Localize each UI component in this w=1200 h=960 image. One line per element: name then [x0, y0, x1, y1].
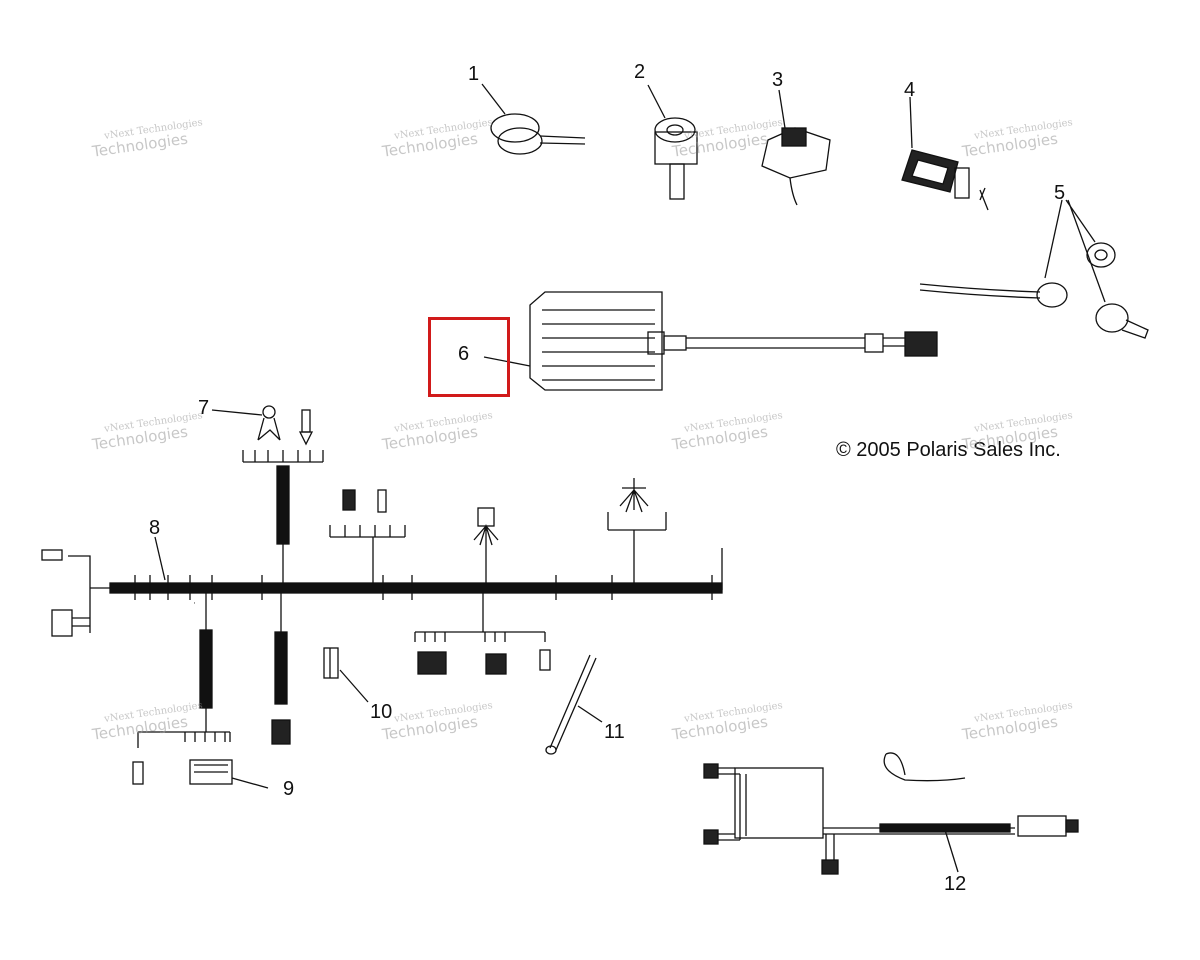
callout-1: 1 [468, 63, 480, 85]
part-3-switch-housing [761, 89, 831, 206]
copyright-text: © 2005 Polaris Sales Inc. [836, 439, 1061, 461]
part-6-highlight-box [428, 317, 510, 397]
part-11-cable-tie [545, 654, 603, 755]
svg-text:-: - [191, 602, 198, 604]
callout-8: 8 [149, 517, 161, 539]
harness-lower-branches [132, 593, 551, 789]
part-7-terminals [211, 405, 324, 583]
callout-5: 5 [1054, 182, 1066, 204]
harness-branch-right [607, 478, 667, 583]
part-1-connector-cap [481, 83, 586, 155]
callout-6: 6 [458, 343, 470, 365]
part-5-toggle-and-grommet [919, 199, 1149, 339]
harness-branch-terminals [329, 489, 406, 583]
part-2-ignition-switch [647, 84, 698, 200]
callout-2: 2 [634, 61, 646, 83]
callout-3: 3 [772, 69, 784, 91]
callout-10: 10 [370, 701, 393, 723]
callout-7: 7 [198, 397, 210, 419]
harness-branch-connector [473, 507, 499, 583]
harness-tiny-labels: - [191, 602, 198, 604]
part-4-relay [901, 96, 989, 211]
callout-4: 4 [904, 79, 916, 101]
callout-9: 9 [283, 778, 295, 800]
part-6-element [483, 291, 938, 391]
part-12-sub-harness [703, 752, 1079, 875]
part-8-main-harness [41, 536, 723, 637]
callout-11: 11 [604, 721, 625, 743]
callout-12: 12 [944, 873, 967, 895]
